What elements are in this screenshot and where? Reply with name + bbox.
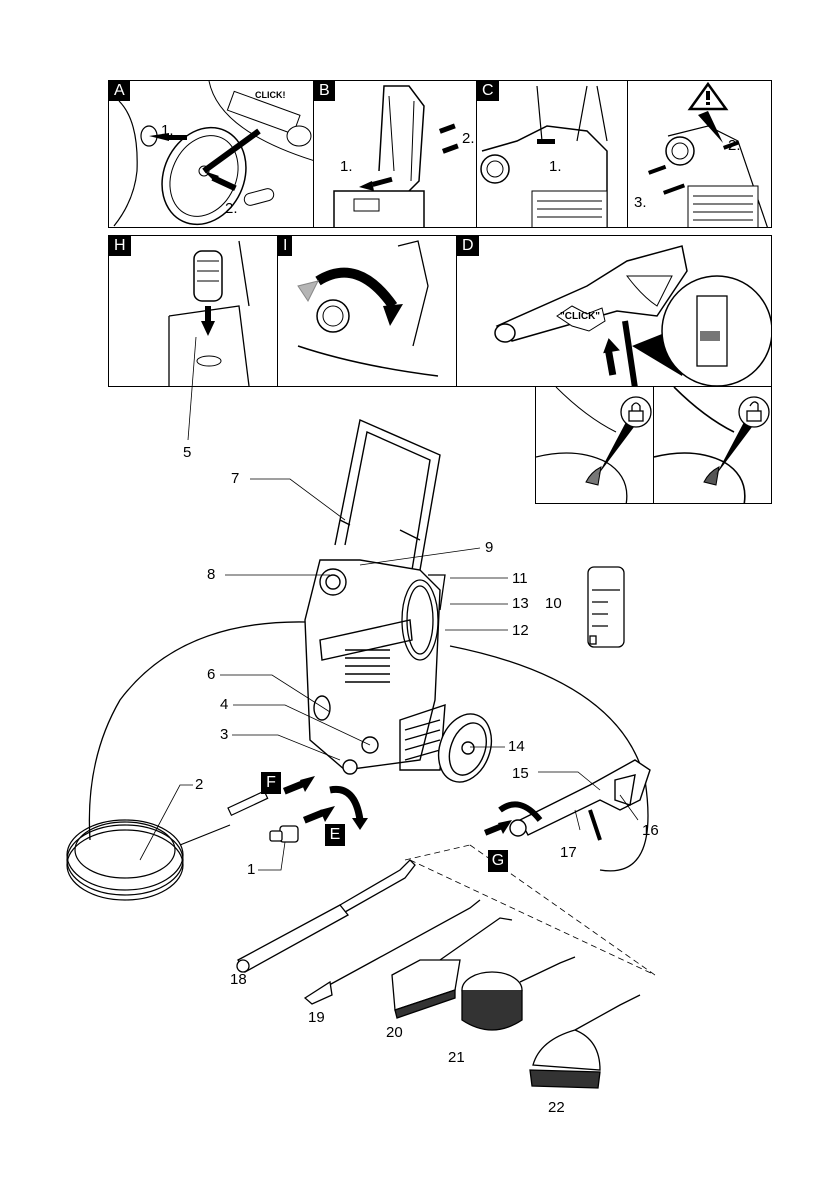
callout-15: 15	[512, 765, 529, 782]
step-label-f: F	[261, 772, 281, 794]
detergent-bottle	[587, 566, 625, 648]
callout-11: 11	[512, 570, 528, 587]
trigger-unlocked-drawing	[654, 387, 770, 503]
callout-5: 5	[183, 444, 192, 461]
panel-h: H	[108, 235, 278, 387]
callout-19: 19	[308, 1009, 325, 1026]
panel-label-a: A	[109, 81, 130, 101]
callout-20: 20	[386, 1024, 403, 1041]
panel-trigger-locked	[535, 386, 654, 504]
callout-4: 4	[220, 696, 229, 713]
panel-c2-drawing	[648, 81, 768, 227]
callout-13: 13	[512, 595, 529, 612]
push-handle	[334, 419, 441, 571]
callout-8: 8	[207, 566, 216, 583]
power-cord	[88, 621, 306, 841]
callout-6: 6	[207, 666, 216, 683]
trigger-gun	[509, 759, 651, 841]
step-label-e: E	[325, 824, 345, 846]
callout-14: 14	[508, 738, 525, 755]
panel-d: D "CLICK"	[456, 235, 772, 387]
machine-body	[304, 559, 446, 775]
callout-7: 7	[231, 470, 240, 487]
rotate-arrow-g	[498, 801, 543, 822]
step-2-label: 2.	[225, 200, 238, 217]
callout-17: 17	[560, 844, 577, 861]
step-2-label: 2.	[728, 137, 741, 154]
panel-label-c: C	[477, 81, 499, 101]
callout-22: 22	[548, 1099, 565, 1116]
step-2-label: 2.	[462, 130, 475, 147]
step-1-label: 1.	[549, 158, 562, 175]
panel-i-drawing	[297, 240, 439, 377]
panel-label-i: I	[278, 236, 293, 256]
callout-2: 2	[195, 776, 204, 793]
rotate-arrow-e	[329, 785, 364, 821]
padlock-open-icon	[746, 410, 762, 422]
panel-a-drawing	[113, 81, 313, 227]
step-label-g: G	[488, 850, 508, 872]
callout-18: 18	[230, 971, 247, 988]
panel-c: C 1.	[476, 80, 628, 228]
panel-i: I	[277, 235, 457, 387]
wash-brush	[391, 917, 513, 1019]
hose-adapter	[269, 825, 299, 843]
panel-b-drawing	[333, 85, 459, 227]
accessory-guide-lines	[404, 844, 656, 976]
panel-label-d: D	[457, 236, 479, 256]
rotary-brush	[461, 956, 576, 1031]
arrow-f	[283, 776, 315, 795]
hose-reel-crank	[437, 713, 493, 783]
callout-16: 16	[642, 822, 659, 839]
click-sound-label: CLICK!	[255, 90, 286, 100]
panel-trigger-unlocked	[653, 386, 772, 504]
padlock-closed-icon	[628, 410, 644, 422]
leader-line-5	[187, 336, 197, 441]
step-1-label: 1.	[161, 122, 174, 139]
callout-21: 21	[448, 1049, 465, 1066]
panel-d-drawing	[494, 245, 771, 386]
high-pressure-hose	[66, 790, 269, 901]
arrow-e	[303, 806, 335, 824]
panel-label-h: H	[109, 236, 131, 256]
hose-holder	[401, 574, 446, 661]
trigger-locked-drawing	[536, 387, 652, 503]
callout-1: 1	[247, 861, 256, 878]
panel-b: B 1. 2.	[313, 80, 477, 228]
panel-h-drawing	[168, 240, 250, 386]
spray-lance	[303, 899, 481, 1005]
panel-a: A 1. 2. CLICK!	[108, 80, 314, 228]
step-3-label: 3.	[634, 194, 647, 211]
arrow-g	[483, 820, 512, 836]
callout-12: 12	[512, 622, 529, 639]
panel-label-b: B	[314, 81, 335, 101]
dirt-blaster-lance	[236, 859, 416, 973]
callout-3: 3	[220, 726, 229, 743]
step-1-label: 1.	[340, 158, 353, 175]
rotary-wash-brush	[529, 994, 641, 1089]
click-sound-label: "CLICK"	[560, 311, 601, 322]
callout-10: 10	[545, 595, 562, 612]
panel-c-drawing	[480, 85, 608, 227]
panel-c-continued: 2. 3.	[627, 80, 772, 228]
callout-9: 9	[485, 539, 494, 556]
